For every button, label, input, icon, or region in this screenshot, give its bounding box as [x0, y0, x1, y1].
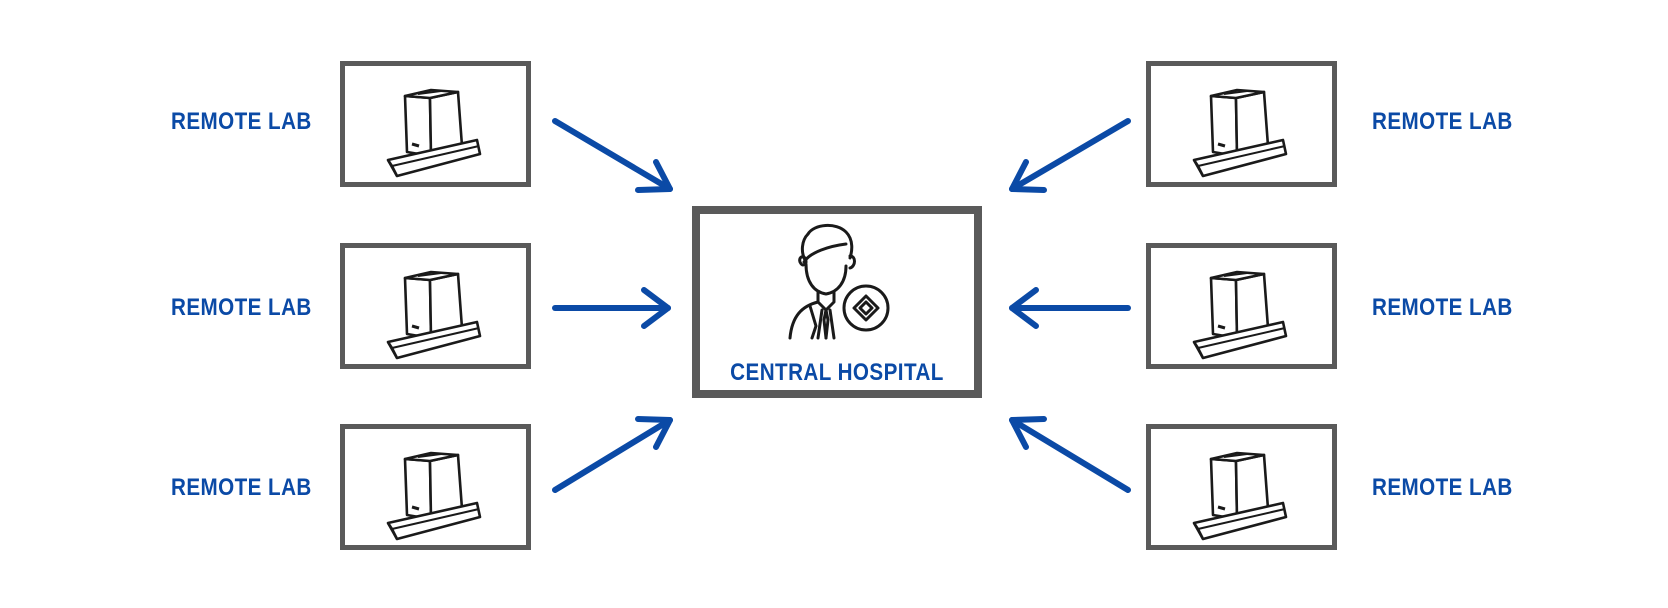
doctor-with-badge-icon: [788, 224, 890, 340]
remote-lab-label-left-2: REMOTE LAB: [171, 294, 312, 321]
central-hospital-node[interactable]: CENTRAL HOSPITAL: [692, 206, 982, 398]
remote-lab-label-right-1: REMOTE LAB: [1372, 108, 1513, 135]
remote-lab-node-left-3[interactable]: [340, 424, 531, 550]
remote-lab-label-left-3: REMOTE LAB: [171, 474, 312, 501]
arrow-right-2-to-hub: [1009, 287, 1131, 329]
arrow-left-1-to-hub: [552, 118, 673, 193]
remote-lab-node-right-3[interactable]: [1146, 424, 1337, 550]
remote-lab-node-left-1[interactable]: [340, 61, 531, 187]
arrow-right-1-to-hub: [1009, 118, 1131, 193]
central-hospital-title: CENTRAL HOSPITAL: [730, 359, 944, 386]
arrow-left-2-to-hub: [552, 287, 671, 329]
arrow-right-3-to-hub: [1009, 416, 1131, 493]
remote-lab-node-right-2[interactable]: [1146, 243, 1337, 369]
remote-lab-label-left-1: REMOTE LAB: [171, 108, 312, 135]
remote-lab-label-right-3: REMOTE LAB: [1372, 474, 1513, 501]
arrow-left-3-to-hub: [552, 416, 673, 493]
remote-lab-node-right-1[interactable]: [1146, 61, 1337, 187]
remote-lab-label-right-2: REMOTE LAB: [1372, 294, 1513, 321]
remote-lab-node-left-2[interactable]: [340, 243, 531, 369]
